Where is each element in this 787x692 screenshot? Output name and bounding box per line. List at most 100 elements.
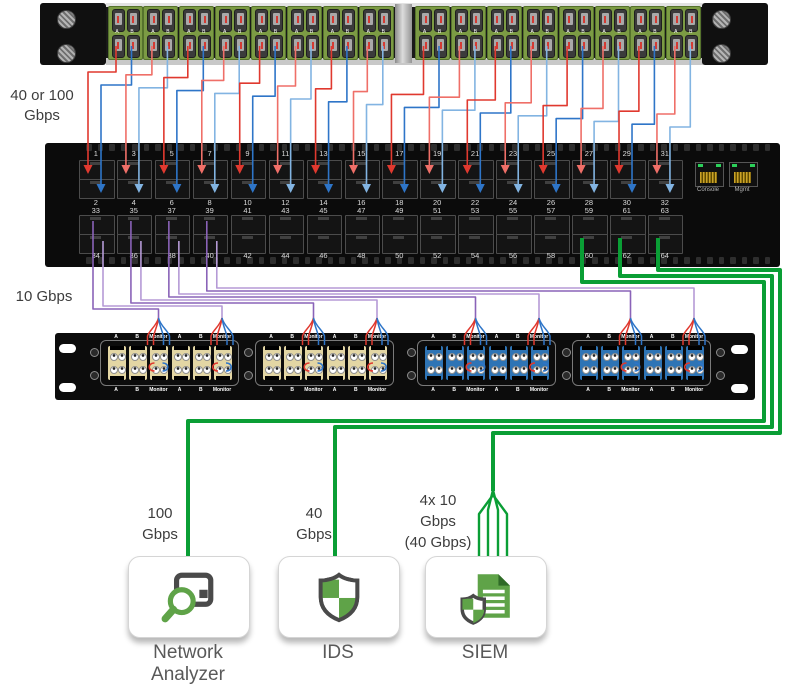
switch-port-cell bbox=[192, 160, 229, 180]
tap-port-block bbox=[509, 346, 528, 380]
switch-port-cell bbox=[268, 179, 305, 199]
lc-connector-icon bbox=[198, 9, 212, 32]
connector-letter: A bbox=[602, 29, 606, 35]
lc-port-icon bbox=[152, 366, 161, 374]
lc-port-icon bbox=[582, 366, 590, 374]
tap-port-block bbox=[108, 346, 126, 380]
screw-icon bbox=[244, 371, 253, 380]
switch-port-number: 3 bbox=[131, 149, 136, 158]
switch-port-cell bbox=[420, 215, 456, 235]
switch-port-number: 33 bbox=[91, 205, 100, 215]
screw-icon bbox=[407, 348, 416, 357]
connector-letter: A bbox=[638, 29, 642, 35]
switch-port-number: 2 bbox=[93, 197, 98, 207]
lc-port-icon bbox=[307, 353, 316, 361]
screw-icon bbox=[407, 371, 416, 380]
connector-letter: B bbox=[689, 29, 693, 35]
lc-port-icon bbox=[315, 366, 324, 374]
vent-slot-icon bbox=[86, 257, 92, 264]
lc-connector-icon bbox=[562, 35, 576, 58]
vent-slot-icon bbox=[718, 144, 724, 151]
network-analyzer-icon bbox=[161, 572, 214, 623]
connector-letter: A bbox=[674, 29, 678, 35]
switch-port-cell bbox=[79, 160, 115, 180]
tap-port-block bbox=[425, 346, 443, 380]
lc-port-icon bbox=[469, 353, 478, 361]
switch-port-number: 9 bbox=[245, 149, 250, 158]
lc-port-icon bbox=[273, 366, 281, 374]
lc-connector-icon bbox=[147, 9, 161, 32]
switch-port-number: 37 bbox=[167, 205, 176, 215]
switch-port-cell bbox=[79, 215, 115, 235]
lc-connector-icon bbox=[306, 9, 319, 32]
switch-port-number: 27 bbox=[584, 149, 594, 158]
lc-connector-icon bbox=[526, 9, 540, 32]
screw-icon bbox=[716, 348, 725, 357]
lc-port-icon bbox=[152, 353, 161, 361]
lc-connector-icon bbox=[419, 35, 432, 58]
connector-letter: B bbox=[581, 29, 585, 35]
lc-port-icon bbox=[328, 353, 337, 361]
lc-port-icon bbox=[371, 353, 379, 361]
vent-slot-icon bbox=[695, 257, 701, 264]
switch-port-number: 43 bbox=[281, 205, 290, 215]
vent-slot-icon bbox=[684, 144, 690, 151]
lc-port-icon bbox=[202, 366, 211, 374]
tap-port-block bbox=[214, 346, 232, 380]
tap-port-block bbox=[488, 346, 507, 380]
lc-connector-icon bbox=[234, 9, 248, 32]
siem-box bbox=[425, 556, 547, 638]
switch-port-cell bbox=[647, 160, 684, 180]
lc-port-icon bbox=[477, 366, 486, 374]
connector-letter: A bbox=[115, 29, 119, 35]
switch-port-number: 50 bbox=[395, 250, 404, 260]
lc-connector-icon bbox=[613, 9, 627, 32]
tap-group-label: B bbox=[135, 387, 139, 393]
switch-port-number: 60 bbox=[584, 250, 594, 260]
lc-port-icon bbox=[286, 353, 295, 361]
lc-connector-icon bbox=[255, 35, 269, 58]
link-rate-label-top: 40 or 100 Gbps bbox=[10, 87, 74, 124]
lc-connector-icon bbox=[469, 9, 483, 32]
tap-group-label: Monitor bbox=[212, 334, 232, 340]
switch-port-number: 58 bbox=[546, 250, 556, 260]
lc-connector-icon bbox=[505, 35, 519, 58]
lc-connector-icon bbox=[362, 35, 376, 58]
ids-label: IDS bbox=[322, 642, 354, 663]
switch-port-cell bbox=[572, 179, 608, 199]
lc-port-icon bbox=[379, 366, 387, 374]
console-port-label: Console bbox=[696, 187, 719, 193]
tap-port-block bbox=[446, 346, 465, 380]
lc-port-icon bbox=[632, 366, 641, 374]
lc-port-icon bbox=[611, 366, 620, 374]
vent-slot-icon bbox=[385, 144, 391, 151]
switch-port-cell bbox=[534, 215, 570, 235]
tap-port-block bbox=[686, 346, 704, 380]
tap-group-label: Monitor bbox=[149, 387, 168, 393]
lc-port-icon bbox=[349, 366, 358, 374]
mounting-slot-icon bbox=[731, 384, 748, 393]
switch-port-number: 4 bbox=[131, 197, 136, 207]
lc-port-icon bbox=[265, 366, 273, 374]
screw-icon bbox=[716, 371, 725, 380]
siem-rate-label: 4x 10 Gbps (40 Gbps) bbox=[404, 492, 472, 551]
switch-port-cell bbox=[306, 179, 343, 199]
lc-port-icon bbox=[160, 353, 169, 361]
lc-port-icon bbox=[653, 353, 662, 361]
switch-port-number: 35 bbox=[129, 205, 138, 215]
lc-port-icon bbox=[194, 353, 203, 361]
lc-port-icon bbox=[273, 353, 281, 361]
switch-port-number: 48 bbox=[357, 250, 366, 260]
tap-port-block bbox=[531, 346, 549, 380]
ids-rate-label: 40 Gbps bbox=[296, 505, 332, 543]
switch-port-cell bbox=[230, 215, 267, 235]
lc-port-icon bbox=[456, 353, 465, 361]
switch-port-number: 41 bbox=[243, 205, 252, 215]
